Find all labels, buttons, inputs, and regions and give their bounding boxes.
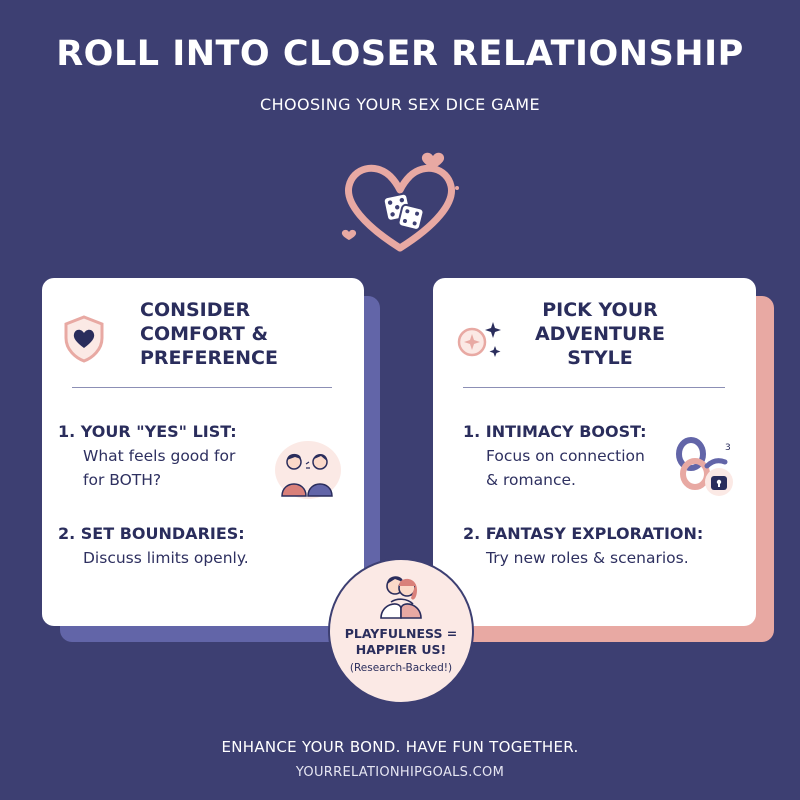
right-item-1-heading: 1. INTIMACY BOOST: [463, 422, 647, 441]
heart-shield-icon [64, 315, 104, 363]
right-card: PICK YOUR ADVENTURE STYLE 1. INTIMACY BO… [433, 278, 756, 626]
svg-text:3: 3 [725, 443, 731, 453]
playfulness-badge: PLAYFULNESS = HAPPIER US! (Research-Back… [328, 558, 474, 704]
left-card-divider [72, 387, 332, 388]
right-item-2-heading: 2. FANTASY EXPLORATION: [463, 524, 704, 543]
left-item-2-body: Discuss limits openly. [83, 549, 249, 567]
couple-talking-icon [275, 441, 341, 499]
badge-note: (Research-Backed!) [349, 662, 453, 674]
left-card-title: CONSIDER COMFORT & PREFERENCE [140, 299, 278, 369]
right-card-title: PICK YOUR ADVENTURE STYLE [534, 299, 666, 369]
embracing-couple-icon [380, 576, 422, 619]
right-item-2-body: Try new roles & scenarios. [486, 549, 689, 567]
lock-chain-icon: 3 [676, 437, 733, 496]
right-item-1-body: Focus on connection & romance. [486, 447, 645, 489]
left-item-2-heading: 2. SET BOUNDARIES: [58, 524, 245, 543]
page-subtitle: CHOOSING YOUR SEX DICE GAME [260, 95, 540, 114]
heart-dice-icon [341, 152, 459, 252]
left-card: CONSIDER COMFORT & PREFERENCE 1. YOUR "Y… [42, 278, 364, 626]
page-title: ROLL INTO CLOSER RELATIONSHIP [56, 34, 744, 74]
left-item-1-body: What feels good for for BOTH? [83, 447, 236, 489]
sparkle-icon [457, 322, 501, 357]
badge-heading: PLAYFULNESS = HAPPIER US! [344, 626, 458, 657]
right-card-divider [463, 387, 725, 388]
left-item-1-heading: 1. YOUR "YES" LIST: [58, 422, 237, 441]
footer-website: YOURRELATIONHIPGOALS.COM [295, 765, 505, 780]
footer-tagline: ENHANCE YOUR BOND. HAVE FUN TOGETHER. [221, 738, 579, 756]
